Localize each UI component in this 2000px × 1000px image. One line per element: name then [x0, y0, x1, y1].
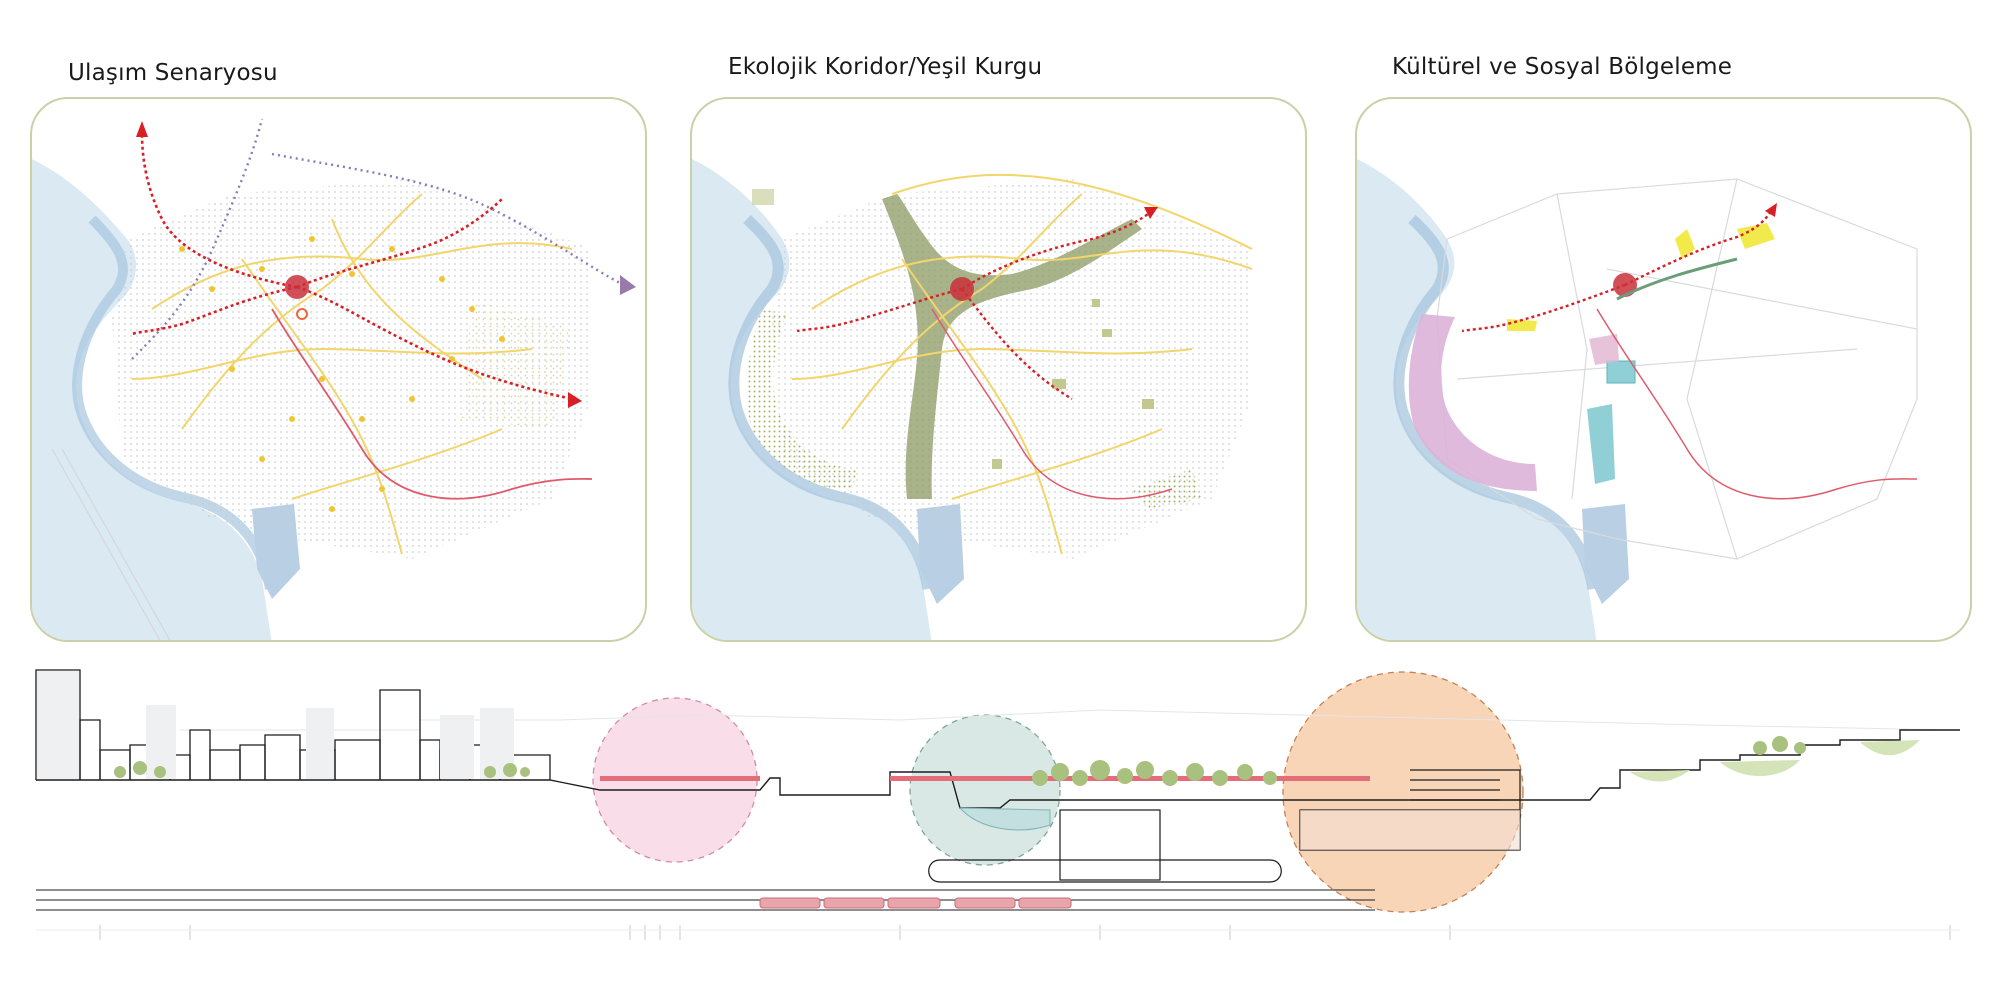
section-trees: [114, 736, 1806, 786]
map-panel-transport: [30, 97, 647, 642]
pink-zone: [1589, 334, 1619, 365]
rail-line: [1596, 308, 1918, 500]
park-patches: [752, 189, 1154, 469]
rail-tracks: [36, 889, 1375, 911]
rail-line: [931, 308, 1173, 500]
social-waterfront: [1587, 404, 1615, 484]
transit-routes: [131, 133, 573, 401]
route-arrow-southeast: [568, 392, 582, 408]
trains: [759, 897, 1072, 909]
eco-routes: [796, 210, 1153, 401]
eco-route-arrow-east: [1144, 207, 1158, 219]
hub-marker: [296, 308, 308, 320]
sea-area: [1357, 159, 1597, 640]
green-coastal-belt: [746, 309, 857, 491]
regional-route-east: [271, 152, 623, 286]
culture-route-arrow: [1765, 203, 1777, 217]
regional-route: [131, 118, 264, 360]
panel-title-transport: Ulaşım Senaryosu: [68, 60, 278, 86]
green-corridor: [882, 194, 1142, 499]
transit-platform: [600, 776, 760, 781]
central-hub: [950, 277, 974, 301]
building-fills: [37, 671, 514, 779]
sea-area: [692, 159, 932, 640]
rail-line: [271, 308, 593, 500]
station-fill: [1300, 810, 1520, 850]
city-footprint: [772, 179, 1252, 559]
yellow-cultural-east: [1737, 223, 1775, 249]
harbor: [1582, 504, 1629, 604]
culture-routes: [1461, 208, 1774, 333]
city-footprint: [112, 179, 592, 559]
sports-area: [1606, 360, 1636, 384]
panel-title-ecology: Ekolojik Koridor/Yeşil Kurgu: [728, 54, 1043, 80]
ecology-map: [692, 159, 1253, 640]
scale-ticks: [36, 925, 1960, 940]
culture-map: [1357, 159, 1918, 640]
yellow-cultural-hub: [1675, 229, 1695, 259]
central-hub: [285, 275, 309, 299]
central-hub: [1613, 273, 1637, 297]
station-points: [179, 236, 505, 512]
transport-map: [32, 118, 636, 640]
panel-title-culture: Kültürel ve Sosyal Bölgeleme: [1392, 54, 1733, 80]
section-circle-culture: [1282, 671, 1524, 913]
dotted-district: [462, 299, 572, 429]
road-network: [131, 193, 573, 555]
landscape-mounds: [1630, 740, 1920, 782]
cultural-coastal-zone: [1408, 314, 1537, 491]
forest-patch: [1132, 469, 1202, 509]
pond: [958, 807, 1051, 831]
map-panel-ecology: [690, 97, 1307, 642]
map-panel-culture: [1355, 97, 1972, 642]
section-circle-ecology: [909, 714, 1061, 866]
rail-tracks-west: [51, 448, 171, 640]
green-strip: [1616, 257, 1738, 301]
urban-section: [35, 669, 1960, 940]
route-arrow-north: [136, 121, 148, 137]
regional-route-arrow: [620, 275, 636, 295]
